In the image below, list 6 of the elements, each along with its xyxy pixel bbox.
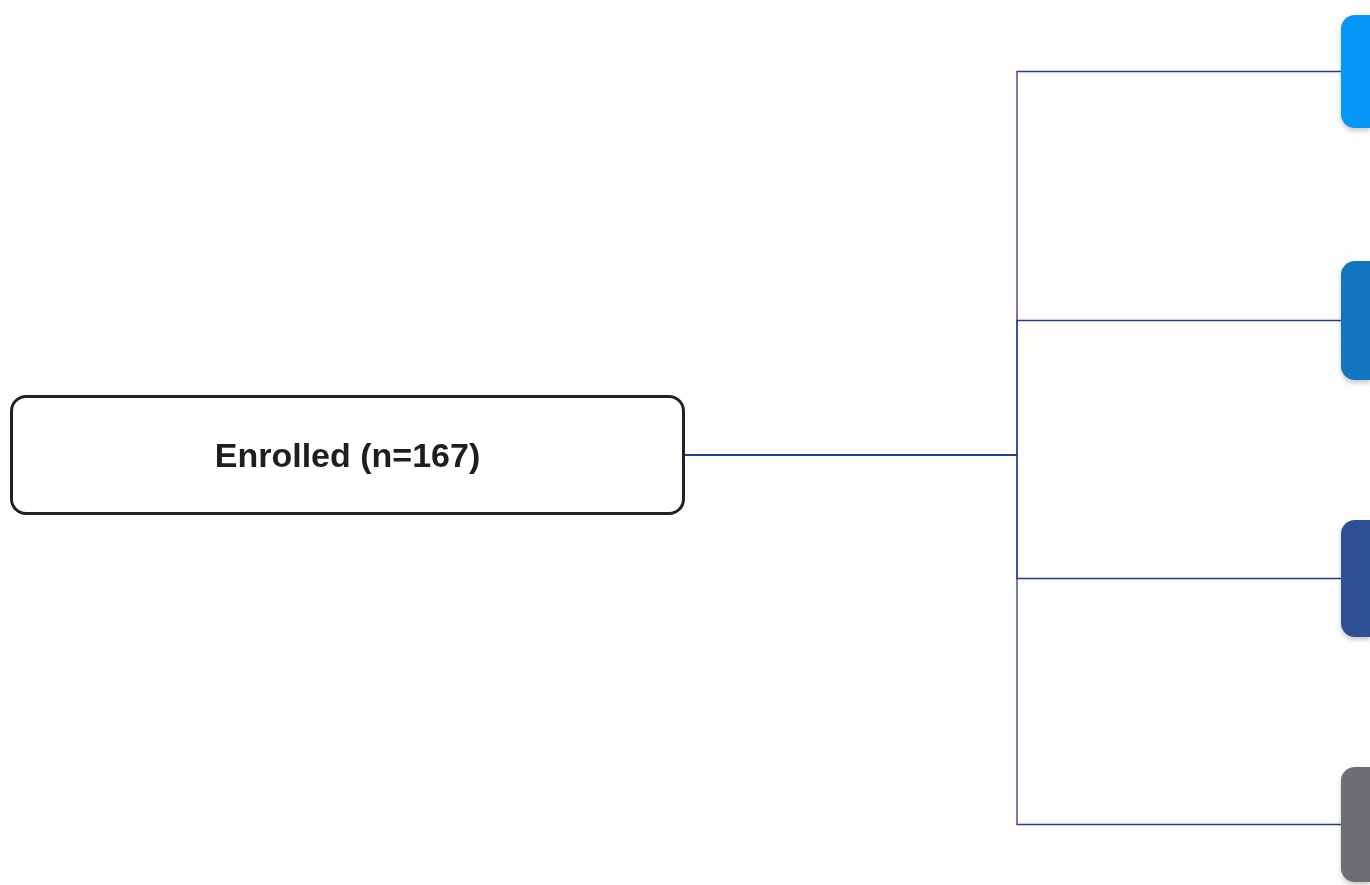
node-label: Enrolled (n=167): [214, 435, 481, 475]
process-box: [10, 395, 685, 515]
colored-box: [1341, 767, 1370, 882]
colored-box: [1341, 520, 1370, 637]
colored-box: [1341, 261, 1370, 380]
colored-box: [1341, 15, 1370, 128]
